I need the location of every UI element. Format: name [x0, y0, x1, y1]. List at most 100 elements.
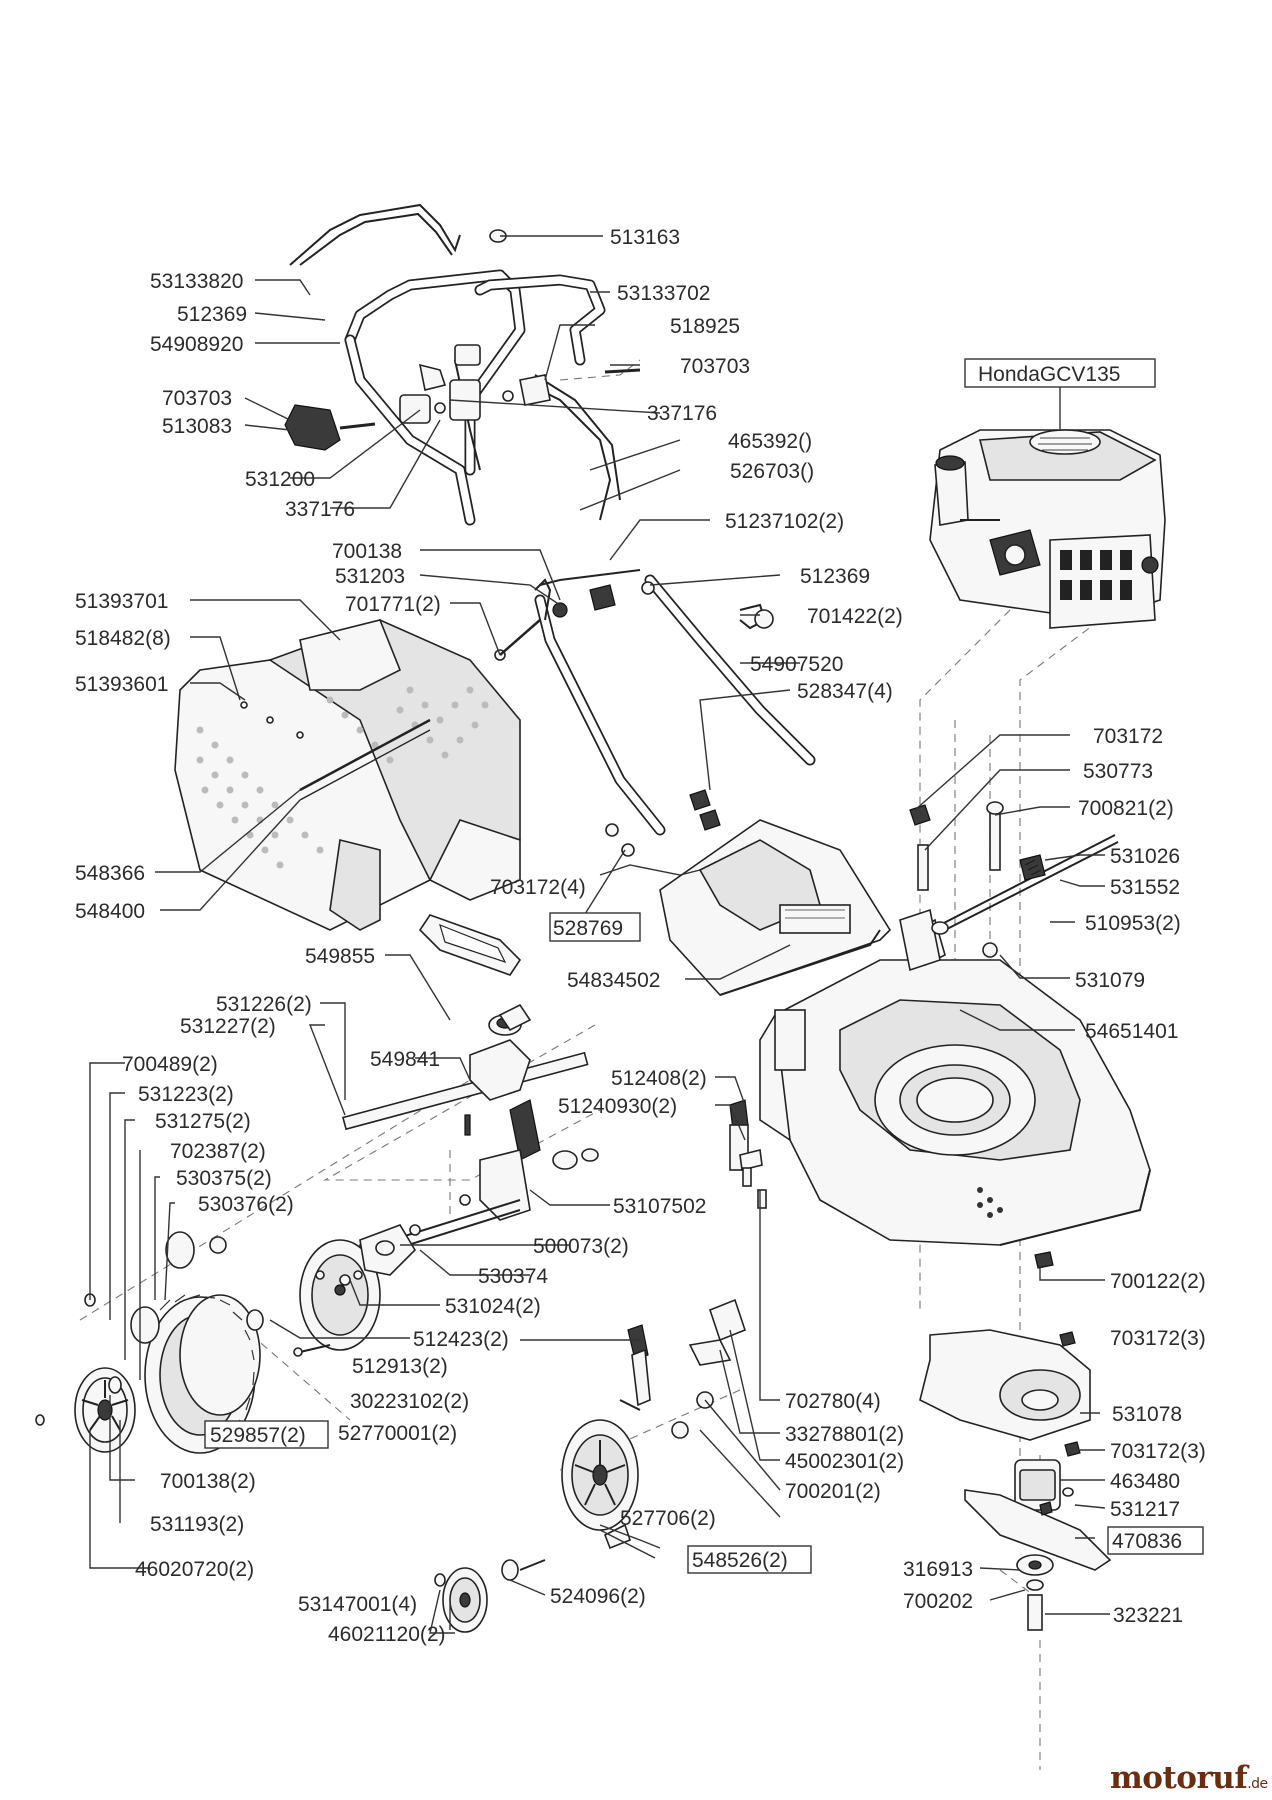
part-label: 518925	[670, 315, 740, 338]
lower-handle-illustration	[494, 569, 816, 857]
part-label: 54908920	[150, 333, 243, 356]
part-label: 510953(2)	[1085, 912, 1181, 935]
part-label: 463480	[1110, 1470, 1180, 1493]
part-label: 323221	[1113, 1604, 1183, 1627]
part-label: 46021120(2)	[328, 1623, 446, 1646]
part-label: 531552	[1110, 876, 1180, 899]
part-label: 700122(2)	[1110, 1270, 1206, 1293]
part-label: 531079	[1075, 969, 1145, 992]
part-label: 51237102(2)	[725, 510, 844, 533]
part-label: 530374	[478, 1265, 548, 1288]
axle-bushing	[375, 1240, 395, 1256]
part-label: 337176	[647, 402, 717, 425]
part-label: 531193(2)	[150, 1513, 244, 1536]
box-470836	[1107, 1526, 1204, 1555]
part-label: 548526(2)	[692, 1549, 788, 1572]
part-label: 703172(3)	[1110, 1327, 1206, 1350]
part-label: 527706(2)	[620, 1507, 716, 1530]
part-label: 531226(2)	[216, 993, 312, 1016]
part-label: 549841	[370, 1048, 440, 1071]
part-label: 524096(2)	[550, 1585, 646, 1608]
part-label: 531078	[1112, 1403, 1182, 1426]
upper-handle-illustration	[289, 203, 621, 526]
part-label: 548400	[75, 900, 145, 923]
part-label: 531217	[1110, 1498, 1180, 1521]
part-label: 53133820	[150, 270, 243, 293]
part-label: 530773	[1083, 760, 1153, 783]
part-label: 513163	[610, 226, 680, 249]
belt-inner	[439, 923, 507, 964]
part-label: 549855	[305, 945, 375, 968]
drive-gearbox-illustration	[341, 1003, 599, 1271]
grass-catcher-illustration	[174, 619, 521, 931]
rear-flap-illustration	[659, 819, 892, 996]
part-label: 512423(2)	[413, 1328, 509, 1351]
part-label: 703172(4)	[490, 876, 586, 899]
part-label: 703172	[1093, 725, 1163, 748]
brand-logo: motoruf.de	[1110, 1760, 1268, 1796]
part-label: 530375(2)	[176, 1167, 272, 1190]
part-label: 500073(2)	[533, 1235, 629, 1258]
part-label: 700201(2)	[785, 1480, 881, 1503]
box-529857	[204, 1420, 329, 1449]
part-label: 53147001(4)	[298, 1593, 417, 1616]
part-label: 51393601	[75, 673, 168, 696]
part-label: 33278801(2)	[785, 1423, 904, 1446]
part-label: 337176	[285, 498, 355, 521]
part-label: 513083	[162, 415, 232, 438]
height-levers-illustration	[619, 1298, 746, 1411]
part-label: 701771(2)	[345, 593, 441, 616]
part-label: 46020720(2)	[135, 1558, 254, 1581]
part-label: 54907520	[750, 653, 843, 676]
part-label: 701422(2)	[807, 605, 903, 628]
part-label: 548366	[75, 862, 145, 885]
part-label: 703703	[680, 355, 750, 378]
part-label: 51240930(2)	[558, 1095, 677, 1118]
part-label: 512369	[800, 565, 870, 588]
part-label: 531200	[245, 468, 315, 491]
part-label: 512913(2)	[352, 1355, 448, 1378]
part-label: 53107502	[613, 1195, 706, 1218]
part-label: 700821(2)	[1078, 797, 1174, 820]
part-label: 528769	[553, 917, 623, 940]
part-label: 470836	[1112, 1530, 1182, 1553]
box-528769	[549, 912, 641, 942]
part-label: 531024(2)	[445, 1295, 541, 1318]
rear-wheel-illustration	[35, 1231, 387, 1454]
part-label: 702780(4)	[785, 1390, 881, 1413]
part-label: 531026	[1110, 845, 1180, 868]
engine-label: HondaGCV135	[978, 363, 1120, 386]
handle-knob-assembly	[284, 363, 641, 451]
part-number-labels: HondaGCV135 513163 53133820 512369 54908…	[75, 226, 1206, 1646]
part-label: 316913	[903, 1558, 973, 1581]
part-label: 30223102(2)	[350, 1390, 469, 1413]
part-label: 702387(2)	[170, 1140, 266, 1163]
part-label: 531223(2)	[138, 1083, 234, 1106]
part-label: 53133702	[617, 282, 710, 305]
part-label: 700202	[903, 1590, 973, 1613]
hardware-right	[754, 609, 1119, 1516]
part-label: 530376(2)	[198, 1193, 294, 1216]
part-label: 531227(2)	[180, 1015, 276, 1038]
blade-assembly-illustration	[919, 1329, 1112, 1631]
leader-lines	[89, 235, 1110, 1634]
part-label: 529857(2)	[210, 1424, 306, 1447]
part-label: 45002301(2)	[785, 1450, 904, 1473]
part-label: 51393701	[75, 590, 168, 613]
part-label: 512408(2)	[611, 1067, 707, 1090]
brand-suffix: .de	[1247, 1776, 1268, 1792]
part-label: 700138(2)	[160, 1470, 256, 1493]
part-label: 512369	[177, 303, 247, 326]
part-label: 54651401	[1085, 1020, 1178, 1043]
part-label: 531203	[335, 565, 405, 588]
box-548526	[687, 1545, 812, 1574]
part-label: 526703()	[730, 460, 814, 483]
part-label: 700489(2)	[122, 1053, 218, 1076]
part-label: 528347(4)	[797, 680, 893, 703]
mower-deck-illustration	[759, 908, 1151, 1246]
part-label: 54834502	[567, 969, 660, 992]
part-label: 465392()	[728, 430, 812, 453]
part-label: 52770001(2)	[338, 1422, 457, 1445]
engine-label-box	[964, 358, 1156, 388]
